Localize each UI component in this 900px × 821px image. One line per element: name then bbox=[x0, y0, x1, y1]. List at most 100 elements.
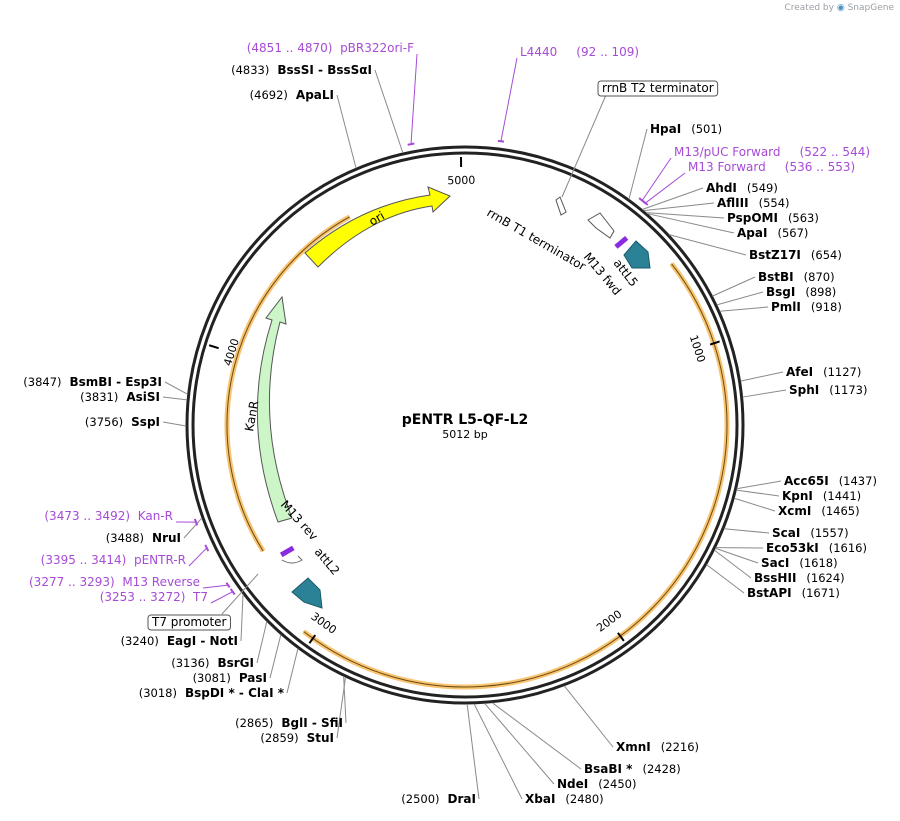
primer-label-1[interactable]: L4440 (92 .. 109) bbox=[520, 45, 639, 59]
enzyme-position: (3847) bbox=[23, 375, 61, 389]
enzyme-position: (3081) bbox=[193, 671, 231, 685]
enzyme-leader-9 bbox=[740, 371, 784, 382]
enzyme-site-15[interactable]: Eco53kI(1616) bbox=[766, 541, 867, 555]
enzyme-leader-30 bbox=[183, 517, 203, 539]
primer-leader-3 bbox=[645, 172, 686, 204]
enzyme-site-22[interactable]: XbaI(2480) bbox=[525, 792, 604, 806]
enzyme-name: DraI bbox=[448, 792, 476, 806]
boxed-feature-labels: rrnB T2 terminator T7 promoter bbox=[147, 80, 719, 631]
feature-attl2[interactable]: attL2 bbox=[291, 545, 343, 609]
enzyme-site-1[interactable]: AhdI(549) bbox=[706, 181, 778, 195]
enzyme-position: (870) bbox=[804, 270, 835, 284]
enzyme-site-26[interactable]: BspDI * - ClaI *(3018) bbox=[139, 686, 285, 700]
enzyme-name: AfeI bbox=[786, 365, 813, 379]
enzyme-site-10[interactable]: SphI(1173) bbox=[789, 383, 868, 397]
enzyme-name: NdeI bbox=[557, 777, 588, 791]
enzyme-site-13[interactable]: XcmI(1465) bbox=[778, 504, 860, 518]
enzyme-site-3[interactable]: PspOMI(563) bbox=[727, 211, 819, 225]
boxed-feature-1[interactable]: T7 promoter bbox=[147, 614, 231, 631]
primer-label-4[interactable]: (3473 .. 3492) Kan-R bbox=[44, 509, 173, 523]
enzyme-site-17[interactable]: BssHII(1624) bbox=[754, 571, 845, 585]
enzyme-leader-21 bbox=[484, 702, 555, 785]
enzyme-site-21[interactable]: NdeI(2450) bbox=[557, 777, 637, 791]
attl2-label: attL2 bbox=[312, 545, 343, 578]
enzyme-name: BssSI - BssSαI bbox=[277, 63, 372, 77]
primer-label-7[interactable]: (3253 .. 3272) T7 bbox=[100, 590, 208, 604]
primer-label-5[interactable]: (3395 .. 3414) pENTR-R bbox=[41, 553, 186, 567]
enzyme-leader-23 bbox=[466, 703, 480, 800]
enzyme-name: PspOMI bbox=[727, 211, 778, 225]
enzyme-leader-12 bbox=[736, 489, 780, 497]
m13-fwd-label: M13 fwd bbox=[581, 250, 624, 298]
enzyme-site-12[interactable]: KpnI(1441) bbox=[782, 489, 861, 503]
enzyme-name: AsiSI bbox=[126, 390, 160, 404]
boxed-feature-label: rrnB T2 terminator bbox=[602, 81, 714, 95]
enzyme-leader-5 bbox=[668, 234, 747, 256]
primer-leader-5 bbox=[188, 547, 208, 567]
primer-label-3[interactable]: M13 Forward (536 .. 553) bbox=[688, 160, 855, 174]
enzyme-position: (2865) bbox=[235, 716, 273, 730]
enzyme-site-19[interactable]: XmnI(2216) bbox=[616, 740, 699, 754]
enzyme-site-2[interactable]: AflIII(554) bbox=[717, 196, 790, 210]
enzyme-position: (2859) bbox=[260, 731, 298, 745]
boxed-feature-frame bbox=[597, 80, 719, 97]
enzyme-position: (918) bbox=[811, 300, 842, 314]
enzyme-site-25[interactable]: BglI - SfiI(2865) bbox=[235, 716, 343, 730]
enzyme-site-18[interactable]: BstAPI(1671) bbox=[747, 586, 840, 600]
kanr-arrow bbox=[256, 295, 293, 523]
m13-rev-bar bbox=[279, 545, 295, 558]
enzyme-site-27[interactable]: PasI (3081) bbox=[193, 671, 267, 685]
enzyme-name: PasI bbox=[239, 671, 267, 685]
enzyme-site-33[interactable]: BsmBI - Esp3I (3847) bbox=[23, 375, 162, 389]
enzyme-site-11[interactable]: Acc65I(1437) bbox=[784, 474, 877, 488]
enzyme-name: BsmBI - Esp3I bbox=[70, 375, 162, 389]
enzyme-site-34[interactable]: ApaLI(4692) bbox=[250, 88, 334, 102]
enzyme-leader-35 bbox=[374, 69, 404, 154]
enzyme-leader-16 bbox=[715, 547, 759, 564]
primer-bar-7 bbox=[229, 588, 236, 596]
enzyme-site-23[interactable]: DraI(2500) bbox=[401, 792, 476, 806]
enzyme-name: EagI - NotI bbox=[167, 634, 238, 648]
enzyme-site-0[interactable]: HpaI(501) bbox=[650, 122, 722, 136]
enzyme-site-5[interactable]: BstZ17I(654) bbox=[749, 248, 842, 262]
feature-kanr[interactable]: KanR bbox=[242, 295, 293, 523]
enzyme-site-31[interactable]: SspI(3756) bbox=[85, 415, 160, 429]
primer-label-0[interactable]: (4851 .. 4870) pBR322ori-F bbox=[247, 41, 414, 55]
enzyme-site-28[interactable]: BsrGI(3136) bbox=[171, 656, 254, 670]
enzyme-position: (654) bbox=[811, 248, 842, 262]
enzyme-site-9[interactable]: AfeI(1127) bbox=[786, 365, 861, 379]
tick-mark-0 bbox=[709, 340, 720, 346]
enzyme-name: SacI bbox=[761, 556, 789, 570]
enzyme-leader-7 bbox=[716, 291, 764, 306]
enzyme-name: ScaI bbox=[772, 526, 800, 540]
primer-label-2[interactable]: M13/pUC Forward (522 .. 544) bbox=[674, 145, 870, 159]
enzyme-name: Acc65I bbox=[784, 474, 829, 488]
enzyme-site-8[interactable]: PmlI(918) bbox=[771, 300, 842, 314]
enzyme-leader-17 bbox=[714, 549, 752, 579]
enzyme-leader-33 bbox=[164, 381, 188, 395]
tick-label-0: 1000 bbox=[687, 333, 708, 364]
enzyme-site-16[interactable]: SacI(1618) bbox=[761, 556, 838, 570]
enzyme-site-20[interactable]: BsaBI *(2428) bbox=[584, 762, 681, 776]
enzyme-site-7[interactable]: BsgI(898) bbox=[766, 285, 836, 299]
primer-bar-5 bbox=[204, 544, 210, 552]
enzyme-leader-4 bbox=[646, 213, 735, 234]
enzyme-leader-1 bbox=[642, 187, 704, 210]
boxed-feature-0[interactable]: rrnB T2 terminator bbox=[597, 80, 719, 97]
enzyme-site-4[interactable]: ApaI(567) bbox=[737, 226, 808, 240]
enzyme-site-35[interactable]: BssSI - BssSαI(4833) bbox=[231, 63, 372, 77]
enzyme-site-24[interactable]: StuI(2859) bbox=[260, 731, 334, 745]
enzyme-site-32[interactable]: AsiSI(3831) bbox=[80, 390, 160, 404]
primer-label-6[interactable]: (3277 .. 3293) M13 Reverse bbox=[29, 575, 200, 589]
enzyme-site-29[interactable]: EagI - NotI(3240) bbox=[121, 634, 238, 648]
enzyme-position: (1671) bbox=[802, 586, 840, 600]
enzyme-leader-8 bbox=[719, 306, 769, 312]
enzyme-name: BsaBI * bbox=[584, 762, 633, 776]
enzyme-site-14[interactable]: ScaI(1557) bbox=[772, 526, 849, 540]
enzyme-site-30[interactable]: NruI(3488) bbox=[106, 531, 181, 545]
enzyme-leader-2 bbox=[643, 202, 715, 212]
enzyme-site-6[interactable]: BstBI(870) bbox=[758, 270, 835, 284]
feature-ori[interactable]: ori bbox=[304, 186, 451, 268]
